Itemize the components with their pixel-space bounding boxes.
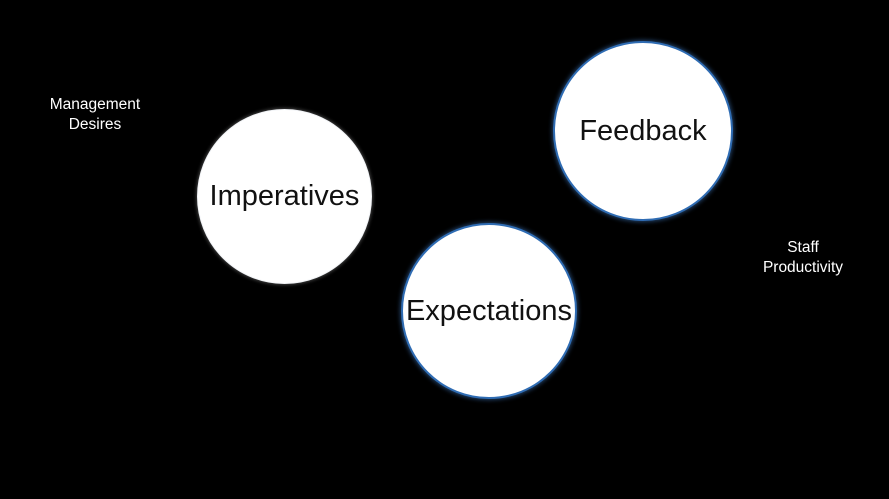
bubble-imperatives[interactable]: Imperatives bbox=[197, 109, 372, 284]
bubble-expectations[interactable]: Expectations bbox=[401, 223, 577, 399]
bubble-imperatives-label: Imperatives bbox=[209, 180, 360, 212]
callout-staff-productivity: Staff Productivity bbox=[762, 239, 844, 276]
bubble-feedback-label: Feedback bbox=[579, 114, 707, 147]
bubble-feedback[interactable]: Feedback bbox=[553, 41, 733, 221]
bubble-expectations-label: Expectations bbox=[405, 294, 573, 327]
callout-management-desires: Management Desires bbox=[49, 96, 141, 133]
